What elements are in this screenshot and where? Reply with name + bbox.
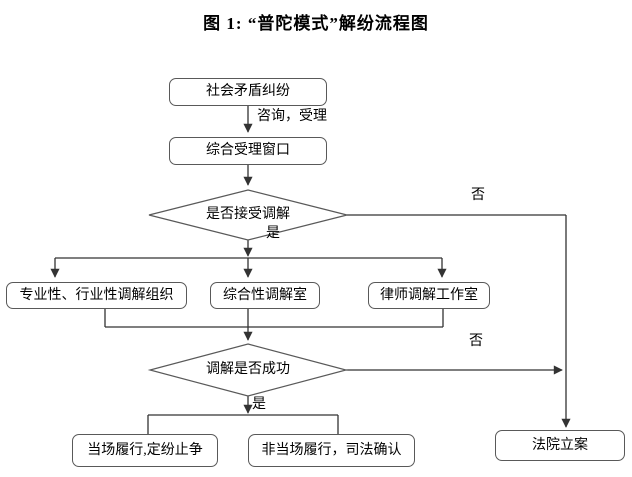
edge-label-yes-accept: 是 bbox=[266, 226, 280, 241]
edge-label-consult-accept: 咨询，受理 bbox=[257, 109, 327, 124]
node-lawyer-mediation-studio: 律师调解工作室 bbox=[368, 282, 490, 309]
node-comprehensive-mediation-room: 综合性调解室 bbox=[210, 282, 320, 309]
edge-label-no-accept: 否 bbox=[471, 188, 485, 203]
node-onsite-performance: 当场履行,定纷止争 bbox=[72, 434, 218, 467]
figure-title: 图 1: “普陀模式”解纷流程图 bbox=[203, 14, 429, 33]
decision-accept-mediation-shape bbox=[148, 189, 348, 241]
edge-label-yes-success: 是 bbox=[252, 397, 266, 412]
node-social-disputes: 社会矛盾纠纷 bbox=[169, 78, 327, 106]
node-offsite-judicial-confirmation: 非当场履行，司法确认 bbox=[248, 434, 415, 467]
decision-accept-mediation-label: 是否接受调解 bbox=[206, 207, 290, 222]
decision-mediation-success-label: 调解是否成功 bbox=[206, 362, 290, 377]
node-court-filing: 法院立案 bbox=[495, 430, 625, 461]
node-intake-window: 综合受理窗口 bbox=[169, 137, 327, 165]
edge-label-no-success: 否 bbox=[469, 334, 483, 349]
node-professional-mediation: 专业性、行业性调解组织 bbox=[6, 282, 187, 309]
decision-mediation-success-shape bbox=[147, 343, 349, 397]
